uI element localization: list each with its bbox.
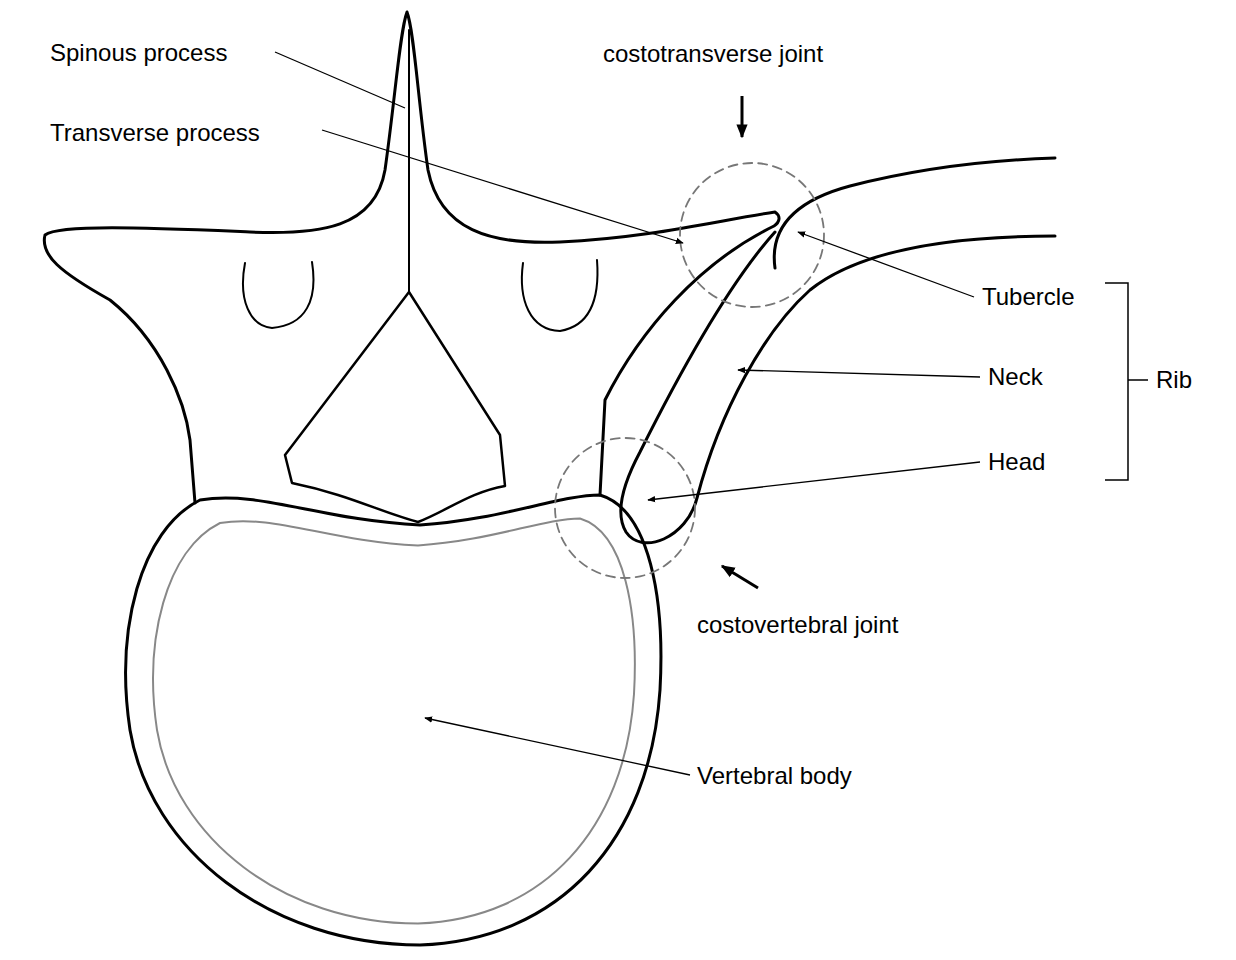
- vertebral-body-inner: [153, 519, 635, 924]
- facet-right: [522, 260, 598, 331]
- part-label: Transverse process: [50, 120, 260, 146]
- part-label: Vertebral body: [697, 763, 852, 789]
- costotransverse-joint-circle: [680, 163, 824, 307]
- part-label: costovertebral joint: [697, 612, 898, 638]
- spinous-midline: [408, 30, 410, 292]
- part-label: Neck: [988, 364, 1043, 390]
- leader-line: [322, 130, 683, 243]
- rib-bracket: [1105, 283, 1148, 480]
- pointer-arrow: [722, 566, 758, 588]
- part-label: Rib: [1156, 367, 1192, 393]
- facet-left: [243, 262, 313, 328]
- pointer-arrow: [741, 96, 744, 137]
- costovertebral-joint-circle: [555, 438, 695, 578]
- leader-line: [648, 462, 980, 500]
- leader-line: [798, 232, 974, 297]
- part-label: costotransverse joint: [603, 41, 823, 67]
- leader-line: [275, 52, 405, 108]
- leader-line: [425, 718, 690, 775]
- spinal-canal: [285, 292, 505, 522]
- rib-lower-edge: [621, 232, 1055, 543]
- vertebral-arch: [44, 12, 779, 503]
- part-label: Tubercle: [982, 284, 1074, 310]
- rib-upper-edge: [774, 158, 1055, 268]
- part-label: Head: [988, 449, 1045, 475]
- leader-line: [738, 370, 980, 377]
- part-label: Spinous process: [50, 40, 227, 66]
